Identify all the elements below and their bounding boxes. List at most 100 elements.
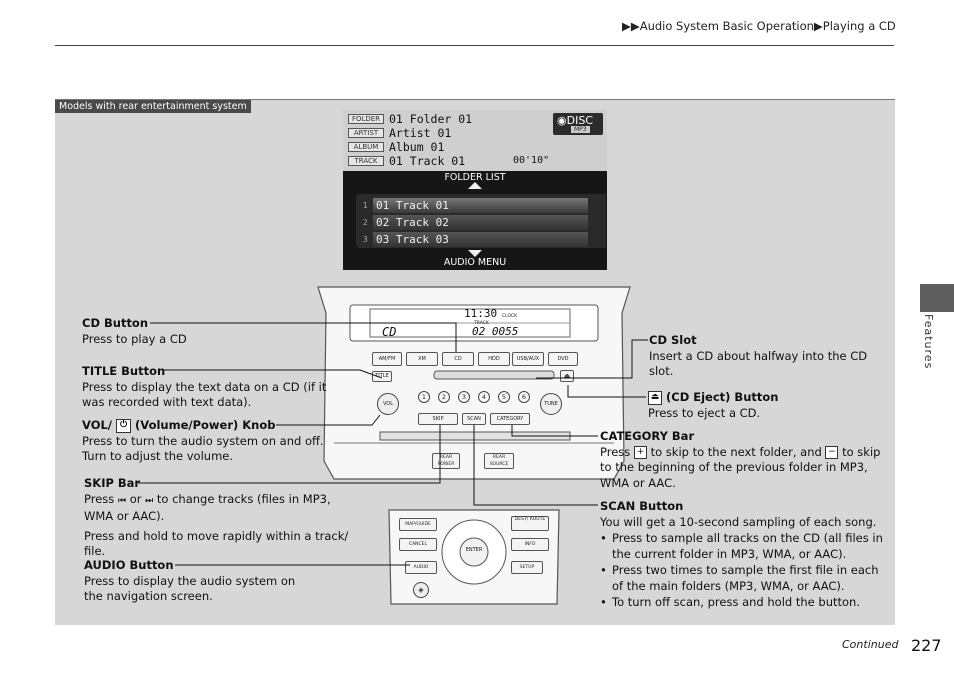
preset-6-button[interactable]: 6: [518, 391, 530, 403]
callout-title: AUDIO Button: [84, 558, 174, 572]
callout-cd-eject: ⏏ (CD Eject) Button Press to eject a CD.: [648, 390, 880, 421]
screen-row-label: TRACK: [348, 155, 384, 166]
nav-unit-outline: [388, 509, 560, 605]
disc-badge-title: DISC: [566, 114, 593, 127]
callout-body: to skip to the beginning of the previous…: [600, 444, 881, 490]
callout-scan-button: SCAN Button You will get a 10-second sam…: [600, 499, 892, 611]
screen-row-label: ARTIST: [348, 127, 384, 138]
navigation-control-unit: MAP/GUIDE DEST/ ROUTE CANCEL INFO AUDIO …: [385, 508, 563, 610]
navigation-screen: FOLDER 01 Folder 01 ARTIST Artist 01 ALB…: [343, 110, 607, 270]
audio-menu-label: AUDIO MENU: [443, 257, 507, 268]
tune-knob[interactable]: TUNE: [540, 393, 562, 415]
callout-bullet: Press to sample all tracks on the CD (al…: [600, 531, 892, 562]
callout-body: Press to display the audio system on the…: [84, 573, 296, 604]
disc-badge-format: MP3: [571, 126, 590, 133]
title-button[interactable]: TITLE: [372, 371, 392, 382]
callout-body: to change tracks (files in MP3, WMA or A…: [84, 491, 331, 524]
callout-title: TITLE Button: [82, 364, 166, 378]
screen-row-label: ALBUM: [348, 141, 384, 152]
callout-body: Press to play a CD: [82, 331, 187, 346]
rear-power-button[interactable]: REAR POWER: [432, 453, 460, 469]
callout-body: Insert a CD about halfway into the CD sl…: [649, 348, 868, 379]
track-number: 3: [363, 234, 368, 244]
callout-body: or: [129, 491, 142, 506]
skip-bar[interactable]: SKIP: [418, 413, 458, 425]
eject-icon: ⏏: [648, 390, 662, 405]
usb-aux-button[interactable]: USB/AUX: [512, 352, 544, 366]
preset-5-button[interactable]: 5: [498, 391, 510, 403]
am-fm-button[interactable]: AM/FM: [372, 352, 402, 366]
callout-body: You will get a 10-second sampling of eac…: [600, 514, 877, 529]
enter-button[interactable]: ENTER: [465, 547, 483, 553]
preset-1-button[interactable]: 1: [418, 391, 430, 403]
screen-artist-row: ARTIST Artist 01: [348, 125, 452, 140]
plus-icon: +: [633, 445, 647, 459]
cd-button[interactable]: CD: [442, 352, 474, 366]
display-track-label: TRACK: [474, 321, 489, 326]
display-clock-label: CLOCK: [502, 314, 518, 319]
disc-badge: ◉DISC MP3: [553, 113, 603, 135]
minus-icon: −: [825, 445, 839, 459]
vol-power-knob[interactable]: VOL: [377, 393, 399, 415]
track-title: 03 Track 03: [373, 231, 588, 247]
callout-title: CD Slot: [649, 333, 697, 347]
rear-source-button[interactable]: REAR SOURCE: [484, 453, 514, 469]
callout-body: Press to display the text data on a CD (…: [82, 379, 327, 410]
callout-skip-bar: SKIP Bar Press ⏮ or ⏭ to change tracks (…: [84, 476, 360, 560]
display-clock: 11:30: [464, 307, 498, 320]
cd-eject-button[interactable]: ⏏: [560, 370, 574, 382]
scan-button[interactable]: SCAN: [462, 413, 486, 425]
screen-row-value: Artist 01: [389, 125, 452, 140]
model-tag: Models with rear entertainment system: [55, 100, 251, 113]
callout-title: VOL/: [82, 418, 113, 432]
callout-body: Press to turn the audio system on and of…: [82, 433, 324, 464]
voice-icon: ◈: [418, 586, 424, 594]
category-bar[interactable]: CATEGORY: [490, 413, 530, 425]
breadcrumb-item: Playing a CD: [822, 19, 896, 33]
callout-body: Press and hold to move rapidly within a …: [84, 528, 349, 559]
callout-title: SCAN Button: [600, 499, 684, 513]
screen-row-value: 01 Folder 01: [389, 111, 473, 126]
screen-album-row: ALBUM Album 01: [348, 139, 445, 154]
screen-row-value: Album 01: [389, 139, 445, 154]
callout-body: to skip to the next folder, and: [650, 444, 822, 459]
voice-button[interactable]: ◈: [413, 582, 429, 598]
section-tab: [920, 284, 954, 312]
track-item: 3 03 Track 03: [363, 231, 603, 247]
callout-title: CATEGORY Bar: [600, 429, 695, 443]
skip-forward-icon: ⏭: [145, 495, 154, 506]
callout-body: Press to eject a CD.: [648, 405, 761, 420]
callout-title-button: TITLE Button Press to display the text d…: [82, 364, 340, 411]
hdd-button[interactable]: HDD: [478, 352, 510, 366]
track-number: 2: [363, 217, 368, 227]
dvd-button[interactable]: DVD: [548, 352, 578, 366]
setup-button[interactable]: SETUP: [511, 561, 543, 574]
callout-title: CD Button: [82, 316, 149, 330]
screen-folder-row: FOLDER 01 Folder 01: [348, 111, 473, 126]
preset-2-button[interactable]: 2: [438, 391, 450, 403]
power-icon: ⏻: [116, 418, 132, 433]
callout-bullet: Press two times to sample the first file…: [600, 563, 892, 594]
callout-cd-slot: CD Slot Insert a CD about halfway into t…: [649, 333, 871, 380]
track-item: 2 02 Track 02: [363, 214, 603, 230]
dest-route-button[interactable]: DEST/ ROUTE: [511, 516, 549, 531]
section-label: Features: [922, 314, 935, 370]
audio-head-unit: 11:30 CLOCK CD TRACK 02 0055 AM/FM XM CD…: [314, 283, 634, 483]
callout-vol-knob: VOL/ ⏻ (Volume/Power) Knob Press to turn…: [82, 418, 344, 465]
preset-4-button[interactable]: 4: [478, 391, 490, 403]
breadcrumb-arrow-icon: ▶▶: [622, 19, 640, 33]
xm-button[interactable]: XM: [406, 352, 438, 366]
cancel-button[interactable]: CANCEL: [399, 538, 437, 551]
callout-audio-button: AUDIO Button Press to display the audio …: [84, 558, 316, 605]
category-label: CATEGORY: [496, 416, 524, 422]
folder-list-label: FOLDER LIST: [444, 172, 506, 183]
scroll-up-icon: [468, 182, 482, 189]
page-number: 227: [911, 636, 942, 655]
preset-3-button[interactable]: 3: [458, 391, 470, 403]
map-guide-button[interactable]: MAP/GUIDE: [399, 518, 437, 531]
audio-button[interactable]: AUDIO: [405, 561, 437, 574]
screen-row-label: FOLDER: [348, 113, 384, 124]
elapsed-time: 00'10": [513, 155, 550, 166]
info-button[interactable]: INFO: [511, 538, 549, 551]
callout-bullet: To turn off scan, press and hold the but…: [600, 595, 892, 611]
